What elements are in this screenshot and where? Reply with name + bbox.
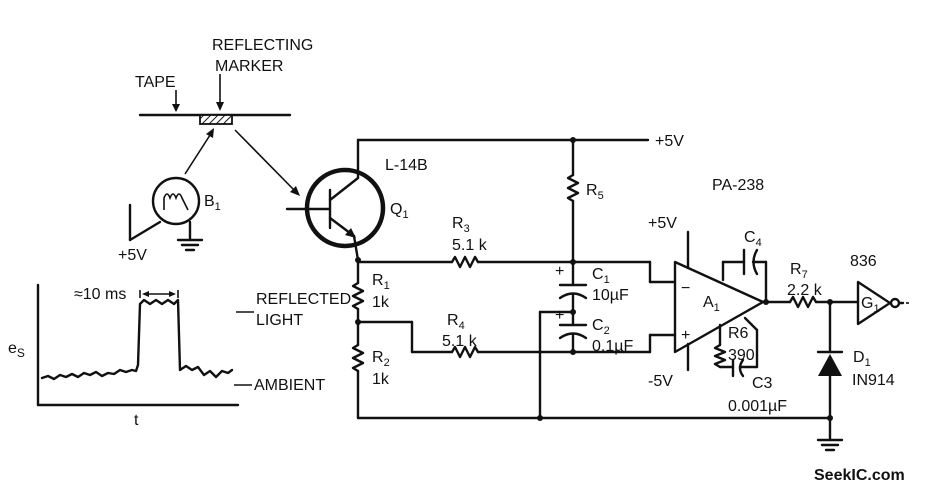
signal-waveform: ≈10 ms eS t — [8, 283, 240, 429]
c1-value: 10µF — [592, 287, 629, 304]
supply-top-label: +5V — [655, 133, 684, 150]
r7-value: 2.2 k — [787, 282, 823, 299]
opamp-vpos: +5V — [648, 215, 677, 232]
r1-value: 1k — [372, 294, 390, 311]
c3-label: C3 — [752, 375, 773, 392]
pulse-width-label: ≈10 ms — [74, 286, 126, 303]
b1-label: B1 — [204, 193, 221, 213]
resistor-r1 — [351, 281, 365, 311]
r1-label: R1 — [372, 272, 390, 292]
r4-label: R4 — [447, 312, 465, 332]
c2-label: C2 — [592, 317, 610, 337]
c2-value: 0.1µF — [592, 338, 633, 355]
marker-label: MARKER — [215, 58, 283, 75]
c2-plus: + — [555, 307, 564, 324]
resistor-r7: R7 2.2 k — [761, 261, 860, 309]
opamp-inverting: − — [681, 280, 690, 297]
phototransistor-q1: L-14B Q1 — [285, 138, 650, 262]
es-label: eS — [8, 340, 25, 360]
opamp-noninverting: + — [681, 327, 690, 344]
capacitor-c1: + C1 10µF — [555, 260, 629, 327]
resistor-r3: R3 5.1 k — [356, 215, 652, 269]
q1-label: Q1 — [390, 201, 409, 221]
g1-label: G1 — [861, 295, 880, 315]
compensation-network: R6 390 C3 0.001µF — [713, 316, 787, 415]
lamp-supply-label: +5V — [118, 247, 147, 264]
c3-value: 0.001µF — [728, 398, 787, 415]
tape-label: TAPE — [135, 74, 176, 91]
r4-value: 5.1 k — [442, 333, 478, 350]
reflecting-marker — [199, 114, 233, 125]
resistor-r2 — [351, 343, 365, 373]
opamp-part: PA-238 — [712, 177, 764, 194]
gate-g1: G1 836 — [850, 253, 912, 326]
capacitor-c2: + C2 0.1µF — [538, 307, 633, 420]
time-axis-label: t — [134, 412, 139, 429]
tape-assembly: REFLECTING MARKER TAPE — [135, 37, 313, 125]
d1-part: IN914 — [852, 372, 895, 389]
r6-value: 390 — [728, 347, 755, 364]
resistor-r5: R5 — [566, 137, 604, 264]
c4-label: C4 — [744, 229, 762, 249]
r2-value: 1k — [372, 371, 390, 388]
r2-label: R2 — [372, 349, 390, 369]
a1-label: A1 — [703, 294, 720, 314]
light-label: LIGHT — [256, 312, 303, 329]
r6-label: R6 — [728, 325, 749, 342]
incident-ray — [184, 131, 213, 175]
gate-part: 836 — [850, 253, 877, 270]
r3-label: R3 — [452, 215, 470, 235]
r5-label: R5 — [586, 182, 604, 202]
c1-plus: + — [555, 263, 564, 280]
q1-part-label: L-14B — [385, 157, 428, 174]
capacitor-c4: C4 — [721, 229, 768, 304]
d1-label: D1 — [853, 349, 871, 369]
diode-d1: D1 IN914 — [816, 300, 895, 452]
reflected-ray — [234, 129, 297, 193]
reflected-label: REFLECTED — [256, 291, 351, 308]
c1-label: C1 — [592, 266, 610, 286]
r3-value: 5.1 k — [452, 237, 488, 254]
opamp-vneg: -5V — [648, 373, 673, 390]
resistor-r4: R4 5.1 k — [356, 312, 652, 359]
watermark: SeekIC.com — [814, 467, 905, 484]
lamp-b1: B1 +5V — [118, 176, 221, 264]
reflecting-label: REFLECTING — [212, 37, 313, 54]
r7-label: R7 — [790, 261, 808, 281]
ambient-label: AMBIENT — [254, 377, 325, 394]
